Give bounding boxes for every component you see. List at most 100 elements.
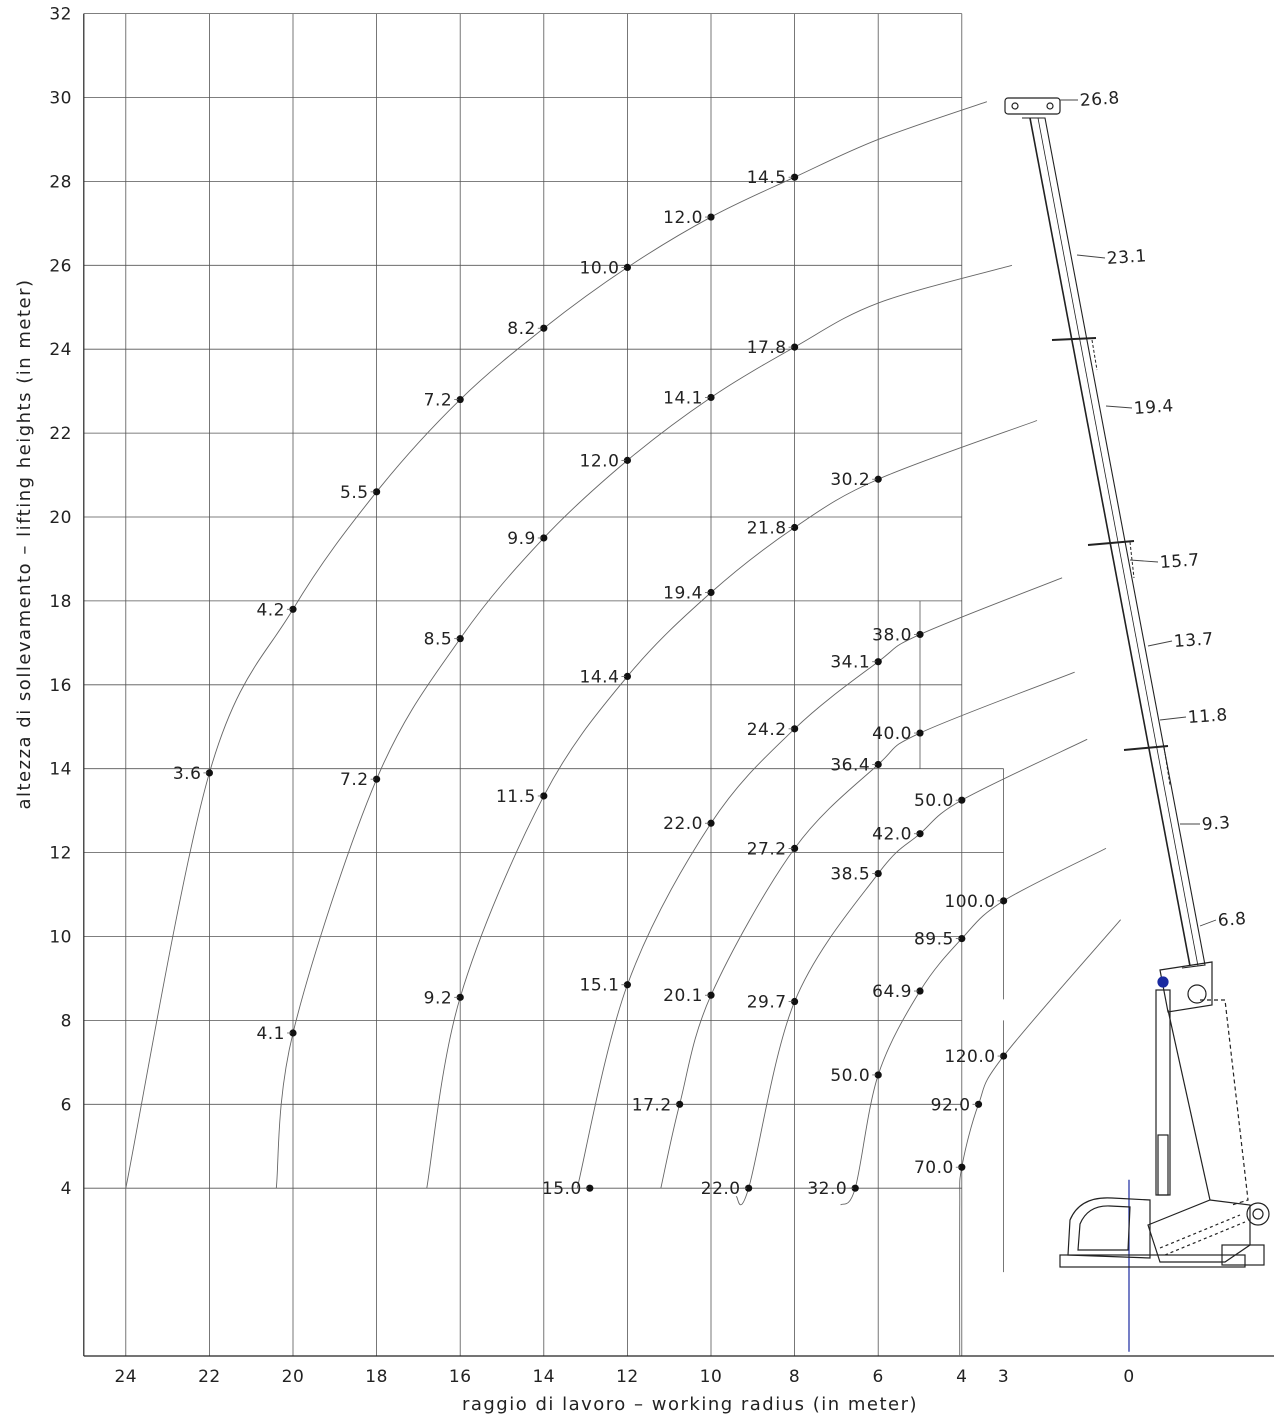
height-curve: [735, 738, 1088, 1206]
data-label: 38.5: [830, 865, 870, 885]
x-tick-label: 22: [198, 1367, 221, 1387]
data-point: [373, 775, 381, 783]
boom-hose: [1163, 746, 1171, 786]
data-point: [958, 1163, 966, 1171]
data-label: 24.2: [747, 720, 787, 740]
height-curve: [660, 671, 1075, 1189]
winch-hub: [1252, 1208, 1264, 1220]
section-leader: [1076, 254, 1106, 259]
data-label: 22.0: [701, 1179, 741, 1199]
data-point: [707, 588, 715, 597]
data-point: [623, 672, 632, 681]
y-tick-label: 14: [49, 760, 72, 780]
boom-section-labels: 26.823.119.415.713.711.89.36.8: [1060, 88, 1247, 931]
support-strut: [1167, 1009, 1211, 1201]
data-point: [791, 844, 799, 853]
data-point: [745, 1184, 753, 1192]
data-point: [791, 997, 799, 1006]
boom-center-line: [1029, 117, 1191, 967]
lift-cylinder-rod: [1157, 1134, 1169, 1196]
data-label: 17.2: [632, 1095, 672, 1115]
data-point: [707, 213, 715, 221]
data-label: 5.5: [340, 483, 369, 503]
y-tick-label: 12: [49, 844, 72, 864]
section-label: 15.7: [1159, 550, 1200, 573]
x-axis-label: raggio di lavoro – working radius (in me…: [462, 1394, 918, 1415]
data-point: [540, 324, 548, 332]
winch-drum: [1246, 1202, 1270, 1226]
data-label: 4.2: [256, 600, 285, 620]
data-label: 20.1: [663, 986, 703, 1006]
x-tick-label: 20: [282, 1367, 305, 1387]
data-labels: 3.64.25.57.28.210.012.014.54.17.28.59.91…: [173, 168, 1002, 1199]
data-point: [958, 934, 966, 943]
section-label: 6.8: [1217, 909, 1247, 931]
x-tick-label: 0: [1123, 1367, 1134, 1387]
data-point: [540, 534, 548, 542]
data-point: [791, 173, 799, 181]
data-label: 10.0: [580, 258, 620, 278]
section-label: 9.3: [1201, 813, 1231, 835]
data-label: 50.0: [830, 1066, 870, 1086]
data-label: 19.4: [663, 584, 703, 604]
data-point: [916, 830, 924, 838]
data-point: [623, 456, 632, 464]
x-tick-label: 8: [789, 1367, 800, 1387]
height-curve: [959, 919, 1121, 1357]
data-label: 120.0: [944, 1047, 995, 1067]
y-tick-label: 24: [49, 340, 72, 360]
data-point: [456, 395, 464, 404]
data-point: [791, 523, 799, 532]
grid: [83, 13, 1004, 1356]
height-curve: [125, 101, 988, 1189]
data-point: [586, 1184, 594, 1192]
data-label: 11.5: [496, 787, 536, 807]
height-curves: [125, 101, 1121, 1357]
data-point: [916, 987, 924, 995]
data-point: [289, 1029, 297, 1037]
data-point: [1000, 897, 1008, 905]
boom-collar: [1087, 540, 1135, 546]
x-tick-label: 6: [873, 1367, 884, 1387]
carrier-grille: [1164, 1221, 1246, 1256]
data-point: [707, 991, 715, 999]
data-point: [874, 475, 882, 483]
pivot-marker: [1157, 976, 1169, 988]
data-label: 15.0: [542, 1179, 582, 1199]
crane-cab: [1067, 1197, 1151, 1259]
y-tick-label: 28: [49, 172, 72, 192]
data-point: [623, 981, 632, 989]
boom-pivot-bracket: [1159, 961, 1213, 1013]
data-point: [874, 869, 882, 878]
boom-head-pin: [1046, 102, 1054, 110]
data-point: [916, 729, 924, 737]
boom-collar: [1051, 337, 1097, 341]
data-point: [1000, 1052, 1008, 1060]
section-leader: [1129, 559, 1159, 563]
data-label: 14.5: [747, 168, 787, 188]
boom-collar: [1123, 745, 1169, 751]
data-point: [791, 725, 799, 733]
data-point: [373, 488, 381, 496]
carrier-grille: [1159, 1214, 1241, 1249]
data-point: [874, 760, 882, 769]
data-label: 32.0: [807, 1179, 847, 1199]
y-tick-label: 10: [49, 928, 72, 948]
data-point: [974, 1100, 983, 1108]
data-label: 8.2: [507, 319, 536, 339]
data-point: [916, 630, 924, 639]
x-tick-label: 10: [700, 1367, 723, 1387]
x-tick-label: 24: [114, 1367, 137, 1387]
data-label: 100.0: [944, 892, 995, 912]
pivot-pin: [1187, 984, 1207, 1004]
support-strut: [1200, 999, 1249, 1206]
crane-drawing: [1004, 97, 1270, 1268]
boom-head-pin: [1011, 102, 1019, 110]
data-label: 9.2: [424, 988, 453, 1008]
data-point: [958, 796, 966, 804]
y-tick-label: 4: [61, 1179, 72, 1199]
boom-hose: [1091, 339, 1098, 371]
